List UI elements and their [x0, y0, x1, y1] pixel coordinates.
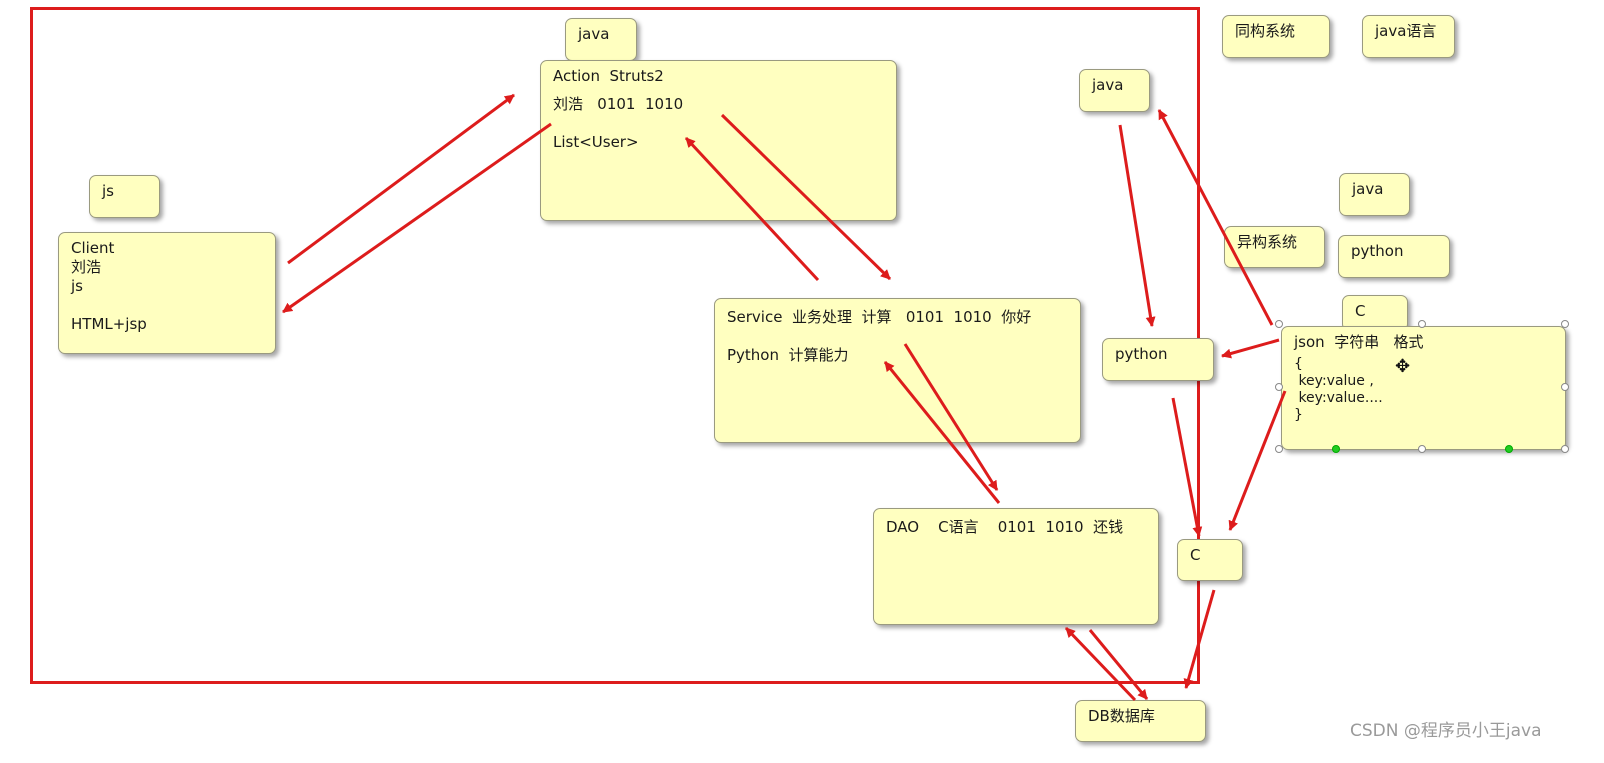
client-line-3: js — [71, 277, 83, 295]
note-client[interactable]: Client 刘浩 js HTML+jsp — [58, 232, 276, 354]
note-service[interactable]: Service 业务处理 计算 0101 1010 你好 Python 计算能力 — [714, 298, 1081, 443]
note-c-top[interactable]: C — [1342, 295, 1408, 331]
note-java-lang[interactable]: java语言 — [1362, 15, 1455, 58]
action-line-3: List<User> — [553, 133, 639, 151]
note-java-right[interactable]: java — [1079, 69, 1150, 112]
action-line-1: Action Struts2 — [553, 67, 664, 85]
resize-handle[interactable] — [1275, 445, 1283, 453]
connector-handle[interactable] — [1505, 445, 1513, 453]
dao-line-1: DAO C语言 0101 1010 还钱 — [886, 518, 1124, 536]
note-db[interactable]: DB数据库 — [1075, 700, 1206, 742]
note-js[interactable]: js — [89, 175, 160, 218]
move-cursor-icon: ✥ — [1395, 356, 1411, 377]
client-line-2: 刘浩 — [71, 258, 102, 276]
arrow-db-to-dao — [1064, 626, 1137, 702]
arrow-c-to-db — [1183, 589, 1216, 689]
action-line-2: 刘浩 0101 1010 — [553, 95, 684, 113]
json-line-1: json 字符串 格式 — [1294, 333, 1424, 351]
note-python-right[interactable]: python — [1338, 235, 1450, 278]
arrow-service-to-action — [684, 136, 820, 282]
note-c-bottom[interactable]: C — [1177, 539, 1243, 581]
arrow-dao-to-db — [1088, 629, 1149, 700]
json-line-5: } — [1294, 407, 1303, 423]
resize-handle[interactable] — [1275, 320, 1283, 328]
client-line-5: HTML+jsp — [71, 315, 147, 333]
resize-handle[interactable] — [1561, 383, 1569, 391]
resize-handle[interactable] — [1561, 320, 1569, 328]
arrow-python-to-c — [1171, 397, 1203, 537]
arrow-action-to-client — [282, 122, 552, 314]
client-line-1: Client — [71, 239, 115, 257]
arrow-action-to-service — [720, 113, 892, 281]
arrow-dao-to-service — [883, 361, 1001, 504]
service-line-3: Python 计算能力 — [727, 346, 849, 364]
arrow-json-to-python — [1221, 338, 1280, 359]
arrow-service-to-dao — [903, 343, 999, 491]
resize-handle[interactable] — [1418, 320, 1426, 328]
service-line-1: Service 业务处理 计算 0101 1010 你好 — [727, 308, 1032, 326]
note-python-mid[interactable]: python — [1102, 338, 1214, 381]
connector-handle[interactable] — [1332, 445, 1340, 453]
json-line-3: key:value , — [1294, 373, 1374, 389]
arrow-client-to-action — [287, 93, 515, 265]
watermark: CSDN @程序员小王java — [1350, 721, 1542, 741]
note-yigou[interactable]: 异构系统 — [1224, 226, 1325, 268]
json-line-2: { — [1294, 356, 1303, 372]
resize-handle[interactable] — [1275, 383, 1283, 391]
note-tonggou[interactable]: 同构系统 — [1222, 15, 1330, 58]
resize-handle[interactable] — [1561, 445, 1569, 453]
arrow-java-to-python — [1118, 124, 1156, 327]
resize-handle[interactable] — [1418, 445, 1426, 453]
json-line-4: key:value.... — [1294, 390, 1383, 406]
arrow-json-to-c — [1228, 390, 1287, 531]
note-java-right2[interactable]: java — [1339, 173, 1410, 216]
arrow-json-to-java — [1157, 109, 1274, 326]
note-dao[interactable]: DAO C语言 0101 1010 还钱 — [873, 508, 1159, 625]
note-action-struts2[interactable]: Action Struts2 刘浩 0101 1010 List<User> — [540, 60, 897, 221]
